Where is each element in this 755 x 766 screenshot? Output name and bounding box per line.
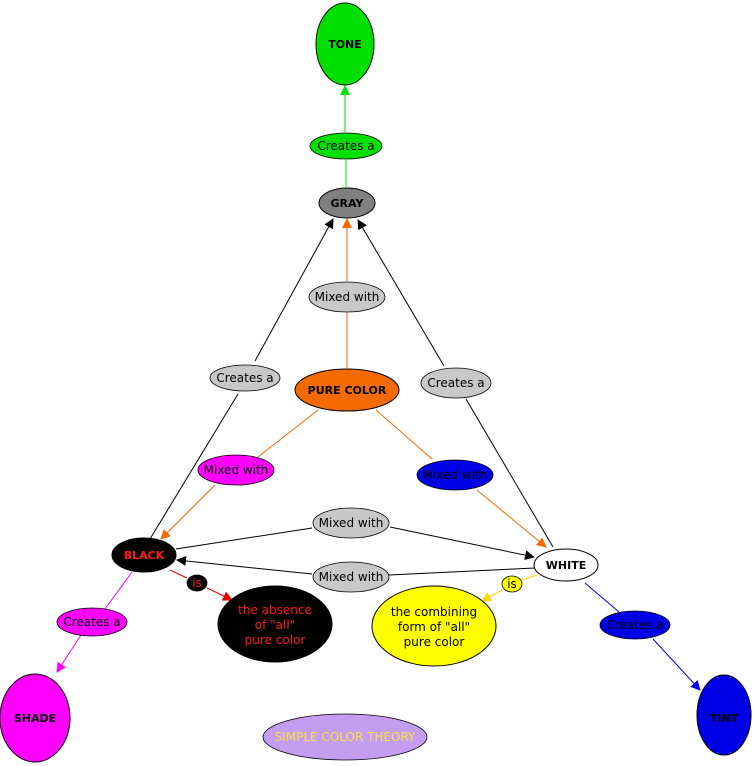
node-label: SHADE [14,712,56,725]
edge-white-to-mixed-lower [388,567,536,576]
link-white-creates-gray: Creates a [420,367,492,399]
link-pure-mixed-white: Mixed with [416,459,494,491]
edge-black-to-creates-left [149,393,239,540]
edge-creates-right-to-gray [357,219,445,367]
node-black-description[interactable]: the absence of "all" pure color [217,585,333,663]
node-shade[interactable]: SHADE [0,673,71,763]
edge-pure-to-mixed-magenta [257,409,319,458]
link-label: Creates a [63,615,120,629]
node-label: GRAY [331,197,365,210]
link-black-creates-gray: Creates a [209,364,281,392]
desc-line: of "all" [255,618,295,632]
link-white-creates-tint: Creates a [599,610,671,640]
edge-creates-to-shade [56,634,82,673]
edge-is-to-absence [206,587,233,601]
link-label: Mixed with [204,463,269,477]
edge-creates-to-tint [652,638,701,691]
node-label: TINT [710,712,739,725]
node-label: BLACK [124,549,165,562]
link-label: Creates a [606,618,663,632]
link-pure-mixed-black: Mixed with [197,454,275,486]
title-text: SIMPLE COLOR THEORY [275,730,416,744]
connectors [56,85,701,691]
edge-is-to-combining [481,589,503,602]
link-pure-mixed-gray: Mixed with [308,281,386,313]
link-black-is: is [186,574,208,592]
link-label: Creates a [427,376,484,390]
node-gray[interactable]: GRAY [318,187,376,219]
node-tint[interactable]: TINT [696,674,752,756]
desc-line: the combining [391,605,477,619]
edge-black-to-is [169,569,188,579]
link-black-creates-shade: Creates a [56,607,128,637]
link-label: Mixed with [315,290,380,304]
edge-mixed-upper-to-white [389,526,535,561]
edge-white-to-creates-tint [584,582,620,613]
link-label: Creates a [317,139,374,153]
edge-pure-to-mixed-blue [375,409,433,460]
link-black-mixed-white: Mixed with [312,507,390,539]
edge-white-to-is [521,574,538,581]
desc-line: pure color [404,635,465,649]
node-pure-color[interactable]: PURE COLOR [294,368,400,412]
diagram-title: SIMPLE COLOR THEORY [262,713,428,761]
edge-mixed-blue-to-white [476,489,547,548]
edge-mixed-magenta-to-black [160,484,216,540]
node-label: PURE COLOR [308,384,387,397]
link-label: Mixed with [319,570,384,584]
link-labels: Creates a Mixed with Creates a Creates a… [56,132,671,640]
node-tone[interactable]: TONE [315,2,375,86]
node-label: TONE [328,38,362,51]
link-label: Mixed with [319,516,384,530]
link-white-is: is [501,575,523,593]
edge-black-to-creates-shade [104,571,133,610]
node-label: WHITE [546,559,586,572]
desc-line: the absence [238,603,312,617]
edge-mixed-lower-to-black [176,555,313,575]
link-gray-creates-tone: Creates a [309,132,383,160]
edge-black-to-mixed-upper [175,527,313,550]
desc-line: form of "all" [398,620,470,634]
link-label: Mixed with [423,468,488,482]
node-black[interactable]: BLACK [111,537,177,573]
link-label: is [507,577,517,591]
link-label: Creates a [216,371,273,385]
link-white-mixed-black: Mixed with [312,561,390,593]
edge-white-to-creates-right [465,398,554,548]
node-white-description[interactable]: the combining form of "all" pure color [371,585,497,667]
link-label: is [192,576,202,590]
node-white[interactable]: WHITE [533,548,599,582]
desc-line: pure color [245,633,306,647]
edge-creates-left-to-gray [254,218,334,362]
